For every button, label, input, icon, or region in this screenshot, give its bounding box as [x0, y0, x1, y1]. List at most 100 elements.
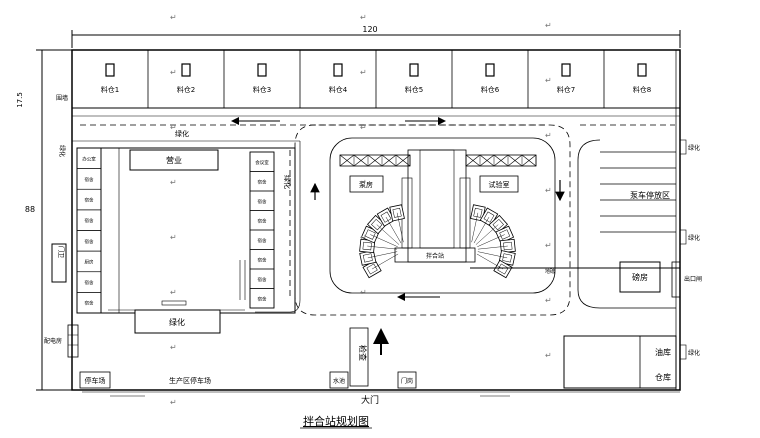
pump-area-label: 泵房: [359, 180, 373, 189]
paragraph-mark-icon: ↵: [170, 13, 177, 22]
room-label: 宿舍: [258, 178, 267, 185]
bin-icon: [181, 63, 191, 77]
paragraph-mark-icon: ↵: [545, 296, 552, 305]
truck-icon: [376, 207, 402, 244]
truck-icon: [389, 204, 405, 243]
silo-cell: [381, 154, 397, 167]
room-label: 宿舍: [258, 256, 267, 263]
parking-left-label: 停车场: [85, 376, 106, 385]
paragraph-mark-icon: ↵: [170, 123, 177, 132]
paragraph-marks: ↵↵↵↵↵↵↵↵↵↵↵↵↵↵↵↵↵↵↵↵↵↵: [170, 13, 552, 407]
room-label: 宿舍: [258, 295, 267, 302]
room-label: 宿舍: [258, 198, 267, 205]
paragraph-mark-icon: ↵: [545, 131, 552, 140]
room-cell: [249, 288, 275, 309]
paragraph-mark-icon: ↵: [360, 123, 367, 132]
room-label: 办公室: [82, 155, 96, 162]
room-label: 宿舍: [85, 217, 94, 224]
paragraph-mark-icon: ↵: [170, 68, 177, 77]
water-tank-label: 水池: [333, 377, 345, 385]
paragraph-mark-icon: ↵: [360, 343, 367, 352]
bottom-facilities: 停车场 生产区停车场 检查 水池 门岗 大门: [79, 327, 510, 406]
dimension-top: 120: [71, 25, 681, 48]
lab-box: [479, 175, 519, 193]
bin-icon: [105, 63, 115, 77]
silo-cell: [507, 154, 523, 167]
paragraph-mark-icon: ↵: [170, 178, 177, 187]
greening-block-label: 绿化: [169, 317, 185, 327]
paragraph-mark-icon: ↵: [545, 76, 552, 85]
bin-label: 料仓1: [101, 85, 119, 94]
paragraph-mark-icon: ↵: [170, 233, 177, 242]
bin-icon: [333, 63, 343, 77]
diagram-title: 拌合站规划图: [303, 414, 369, 428]
greening-left: 绿化: [58, 145, 66, 157]
office-block: [129, 149, 219, 171]
bin-icon: [561, 63, 571, 77]
paragraph-mark-icon: ↵: [360, 68, 367, 77]
scale-label: 地磅: [545, 268, 555, 275]
bin-label: 料仓5: [405, 85, 423, 94]
paragraph-mark-icon: ↵: [545, 21, 552, 30]
paragraph-mark-icon: ↵: [545, 351, 552, 360]
right-edge-c: 绿化: [688, 349, 700, 357]
bin-label: 料仓4: [329, 85, 348, 94]
paragraph-mark-icon: ↵: [170, 398, 177, 407]
room-label: 宿舍: [85, 238, 94, 245]
silo-cell: [493, 154, 509, 167]
paragraph-mark-icon: ↵: [360, 13, 367, 22]
bin-label: 料仓2: [177, 85, 195, 94]
gate-label: 大门: [361, 394, 379, 406]
paragraph-mark-icon: ↵: [170, 288, 177, 297]
room-label: 宿舍: [258, 237, 267, 244]
right-edge-marks: 绿化 绿化 绿化: [679, 139, 700, 360]
right-edge-b: 绿化: [688, 234, 700, 242]
silo-cell: [339, 154, 355, 167]
greening-side: 绿化: [283, 175, 292, 189]
truck-icon: [476, 253, 513, 279]
silo-cell: [521, 154, 537, 167]
truck-icon: [470, 204, 486, 243]
bin-icon: [637, 63, 647, 77]
silo-cell: [353, 154, 369, 167]
room-label: 宿舍: [85, 279, 94, 286]
bin-label: 料仓8: [633, 85, 651, 94]
check-label: 检查: [358, 345, 368, 361]
aggregate-bin-row: 料仓1 料仓2 料仓3 料仓4 料仓5 料仓6 料仓7 料仓8: [71, 49, 681, 109]
office-label: 营业: [166, 155, 182, 165]
room-label: 会议室: [255, 159, 269, 166]
storage-label-2: 仓库: [655, 372, 671, 382]
bin-label: 料仓7: [557, 85, 575, 94]
pump-area-box: [349, 175, 384, 193]
bin-label: 料仓6: [481, 85, 500, 94]
power-room-label: 配电房: [44, 337, 62, 345]
dimension-left: 88 17.5: [16, 49, 72, 391]
bin-label: 料仓3: [253, 85, 271, 94]
bin-icon: [257, 63, 267, 77]
left-edge-items: 门卫 配电房 绿化 围墙: [44, 94, 79, 358]
greening-block: [134, 309, 221, 334]
dim-partial-label: 17.5: [16, 92, 24, 108]
greening-top: 绿化: [175, 129, 189, 138]
paragraph-mark-icon: ↵: [360, 288, 367, 297]
paragraph-mark-icon: ↵: [545, 186, 552, 195]
wall-left: 围墙: [56, 94, 68, 102]
room-label: 厨房: [85, 258, 94, 265]
paragraph-mark-icon: ↵: [170, 343, 177, 352]
parking-label: 泵车停放区: [630, 190, 670, 200]
paragraph-mark-icon: ↵: [545, 241, 552, 250]
right-edge-a: 绿化: [688, 144, 700, 152]
room-label: 宿舍: [85, 176, 94, 183]
silo-cell: [465, 154, 481, 167]
parking-mid-label: 生产区停车场: [169, 376, 211, 385]
paragraph-mark-icon: ↵: [360, 178, 367, 187]
silo-cell: [479, 154, 495, 167]
lab-label: 试验室: [489, 180, 510, 189]
dim-height-label: 88: [25, 205, 35, 214]
weigh-room-label: 磅房: [632, 272, 648, 282]
room-label: 宿舍: [258, 217, 267, 224]
weigh-room-box: [619, 261, 661, 293]
silo-cell: [367, 154, 383, 167]
